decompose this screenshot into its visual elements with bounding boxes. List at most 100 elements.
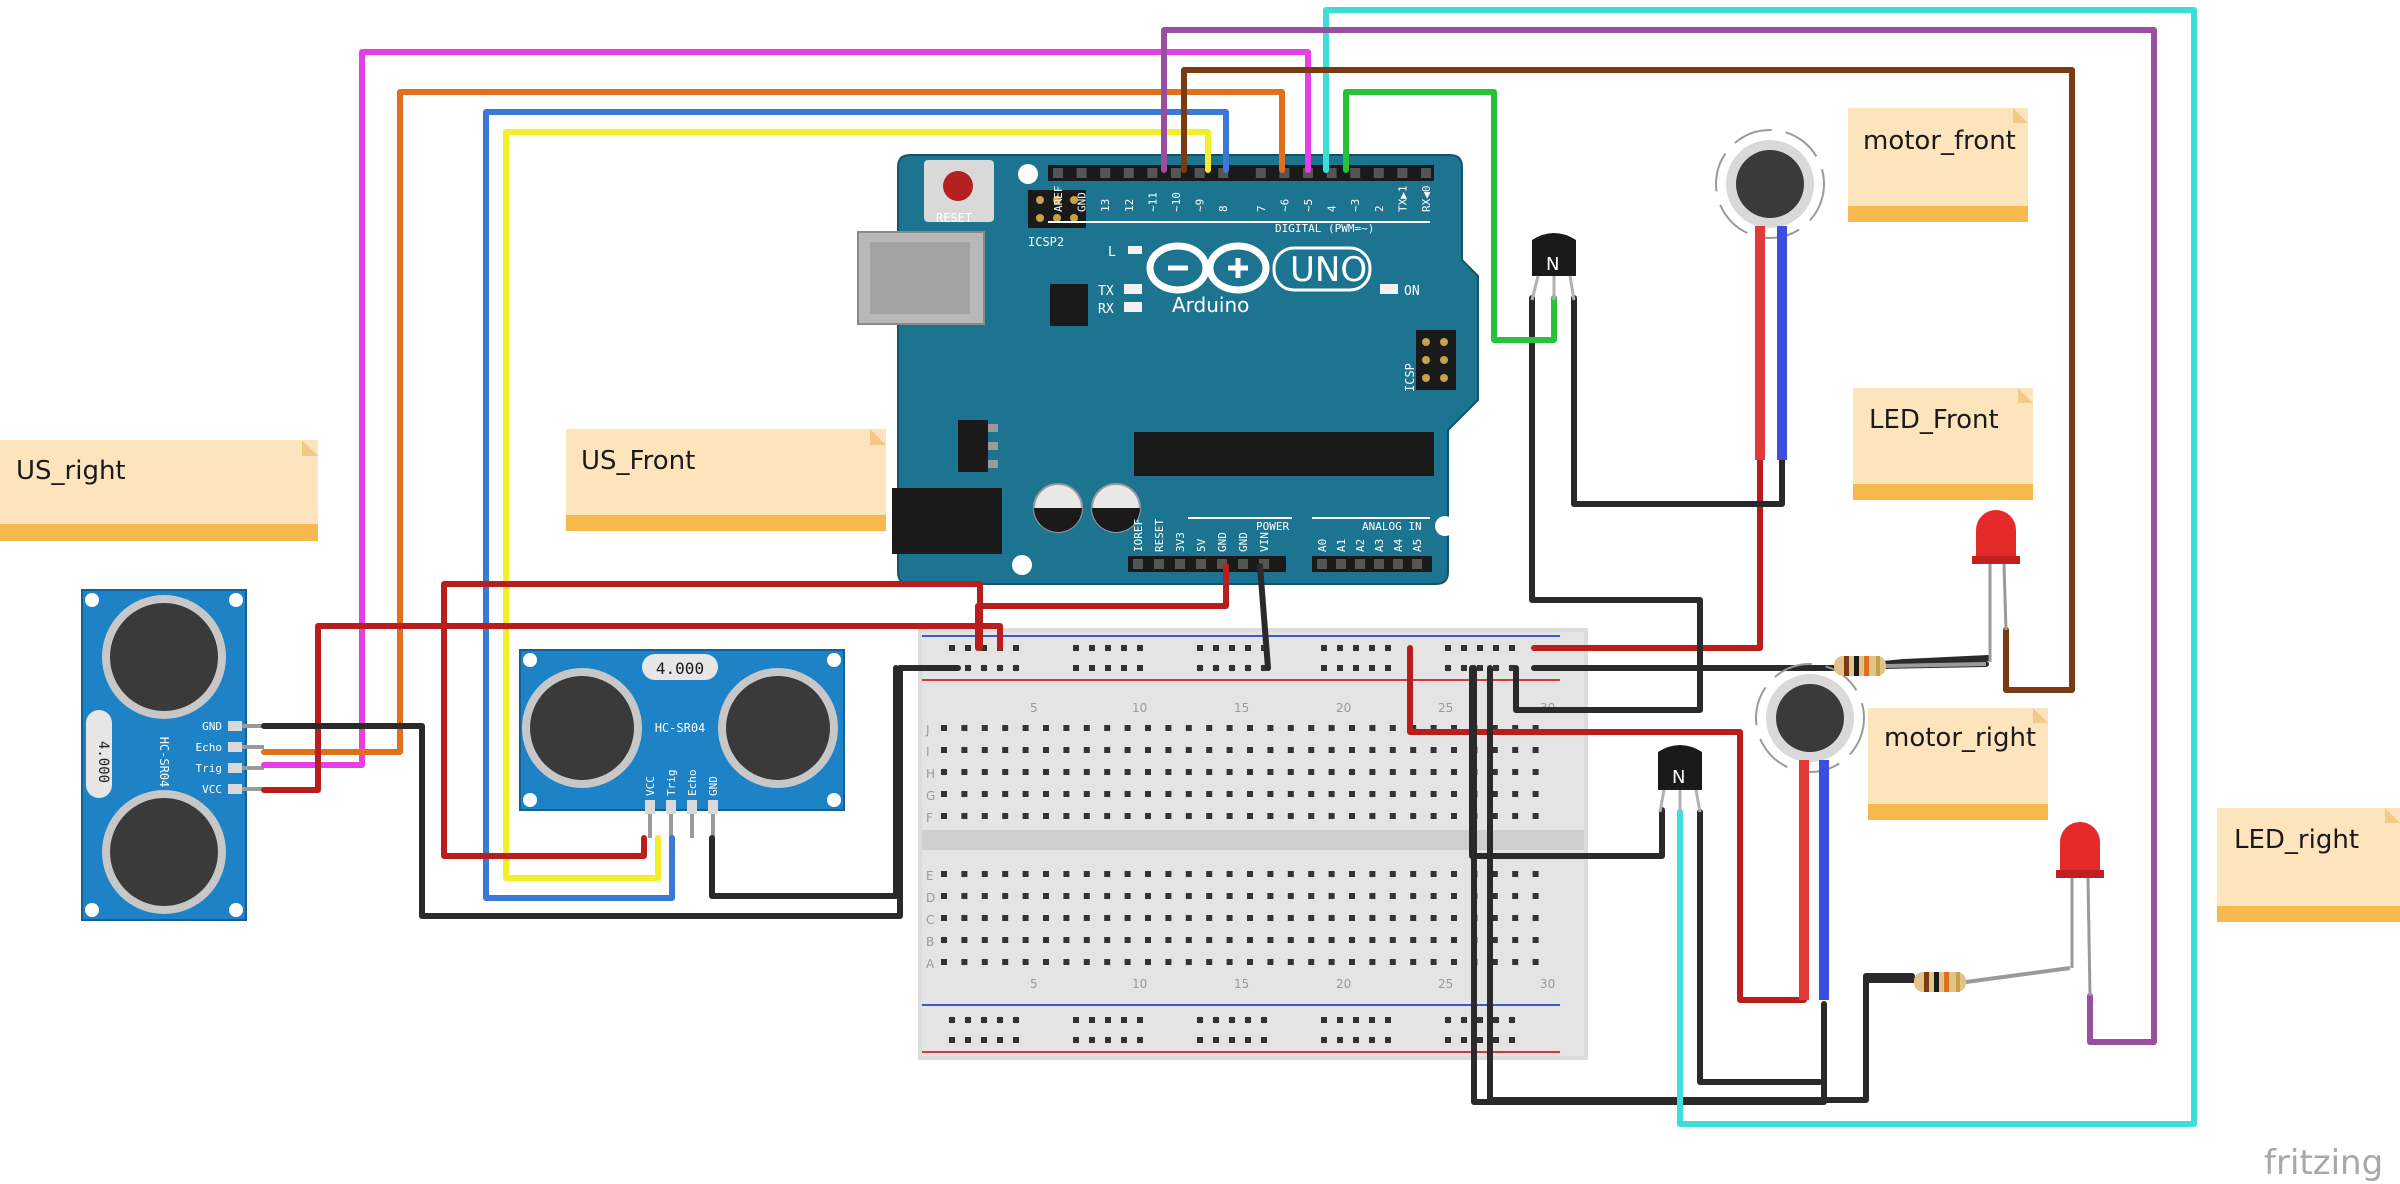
wire-red-motor-right [1407,645,1807,1003]
sensor-right-crystal: 4.000 [95,741,111,783]
transistor-right: N [1658,745,1702,813]
sensor-right-pin-label: VCC [202,783,222,796]
bb-col-15-bot: 15 [1234,977,1249,991]
digital-pin-label: 12 [1123,199,1136,212]
sensor-front-crystal: 4.000 [656,659,704,678]
usb-chip [1050,284,1088,326]
power-pin-label: VIN [1258,532,1271,552]
note-motor-right-label: motor_right [1884,723,2036,753]
note-motor-right: motor_right [1868,708,2048,820]
wire-brown [1181,67,2075,693]
digital-pin-label: ~3 [1349,199,1362,212]
wire-red-sensor-right [261,623,1003,793]
uno-label: UNO [1290,250,1367,290]
digital-pin-label: GND [1076,192,1089,212]
note-led-front: LED_Front [1853,388,2033,500]
wire-red-sensor-front [441,581,983,859]
arduino-logo: UNO Arduino [1146,242,1372,317]
analog-pin-label: A4 [1392,538,1405,552]
digital-pin-label: RX◀0 [1420,186,1433,213]
bb-col-15-top: 15 [1234,701,1249,715]
sensor-front-pin-label: Trig [665,770,678,797]
wire-blue [483,109,1229,901]
note-led-right-label: LED_right [2234,825,2359,855]
bb-col-25-bot: 25 [1438,977,1453,991]
analog-pin-label: A2 [1354,539,1367,552]
bb-col-5-bot: 5 [1030,977,1038,991]
led-l-label: L [1108,245,1116,260]
digital-pin-label: ~6 [1278,199,1291,212]
note-us-right: US_right [0,440,318,541]
power-jack [892,488,1002,554]
sensor-front-pin-label: Echo [686,770,699,797]
power-pin-label: RESET [1153,519,1166,552]
power-pin-label: GND [1216,532,1229,552]
transistor-right-marking: N [1672,767,1685,788]
digital-pin-label: 8 [1217,205,1230,212]
wire-purple [1161,27,2157,1045]
atmega-chip [1134,432,1434,476]
led-rx-label: RX [1098,302,1114,317]
wire-yellow [503,129,1211,881]
wire-resistor-right-out [1965,966,2071,984]
bb-col-20-top: 20 [1336,701,1351,715]
digital-pin-label: ~5 [1302,199,1315,212]
bb-row-i: I [926,745,930,759]
sensor-right-pin-label: GND [202,720,222,733]
wire-cyan [1323,7,2197,1127]
bb-row-a: A [926,957,935,971]
digital-pin-label: 2 [1373,205,1386,212]
sensor-right-model: HC-SR04 [157,737,171,788]
digital-label: DIGITAL (PWM=~) [1275,222,1374,235]
icsp2-label: ICSP2 [1028,235,1064,249]
wires [261,7,2197,1127]
bb-col-20-bot: 20 [1336,977,1351,991]
bb-row-h: H [926,767,935,781]
bb-row-d: D [926,891,935,905]
note-motor-front: motor_front [1848,108,2028,222]
wire-red-motor-front [1531,457,1763,651]
bb-row-j: J [925,723,930,737]
bb-row-g: G [926,789,935,803]
bb-col-25-top: 25 [1438,701,1453,715]
fritzing-watermark: fritzing [2264,1143,2383,1183]
analog-pin-label: A5 [1411,539,1424,552]
wire-black-t2-emitter [1697,809,1823,1085]
analog-pin-label: A1 [1335,539,1348,552]
breadboard-row-letters: J I H G F E D C B A [925,723,935,971]
power-pin-label: 5V [1195,538,1208,552]
analog-pin-label: A0 [1316,539,1329,552]
bb-row-b: B [926,935,934,949]
power-pin-label: GND [1237,532,1250,552]
sensor-front-pin-label: GND [707,776,720,796]
motor-right [1755,663,1865,1000]
note-led-right: LED_right [2217,808,2400,922]
resistor-right [1914,972,1966,992]
wire-black-sensor-right [261,665,961,919]
sensor-front-model: HC-SR04 [655,721,706,735]
wire-black-t1-motor [1571,295,1785,507]
note-us-front: US_Front [566,429,886,531]
bb-col-5-top: 5 [1030,701,1038,715]
digital-pin-label: 7 [1255,205,1268,212]
analog-label: ANALOG IN [1362,520,1422,533]
wire-black-sensor-front [709,665,899,899]
wire-black-t2-led [1487,665,1915,1103]
bb-col-10-top: 10 [1132,701,1147,715]
digital-pin-label: ~11 [1146,192,1159,212]
resistor-front [1834,656,1886,676]
wire-resistor-front-out [1885,662,1987,668]
digital-pin-label: ~9 [1194,199,1207,212]
digital-pin-label: TX▶1 [1396,186,1409,213]
led-right [2056,822,2104,997]
bb-row-e: E [926,869,934,883]
transistor-front-marking: N [1546,254,1559,275]
sensor-front-pin-label: VCC [644,776,657,796]
wire-orange [261,89,1285,755]
digital-pin-label: AREF [1052,186,1065,213]
